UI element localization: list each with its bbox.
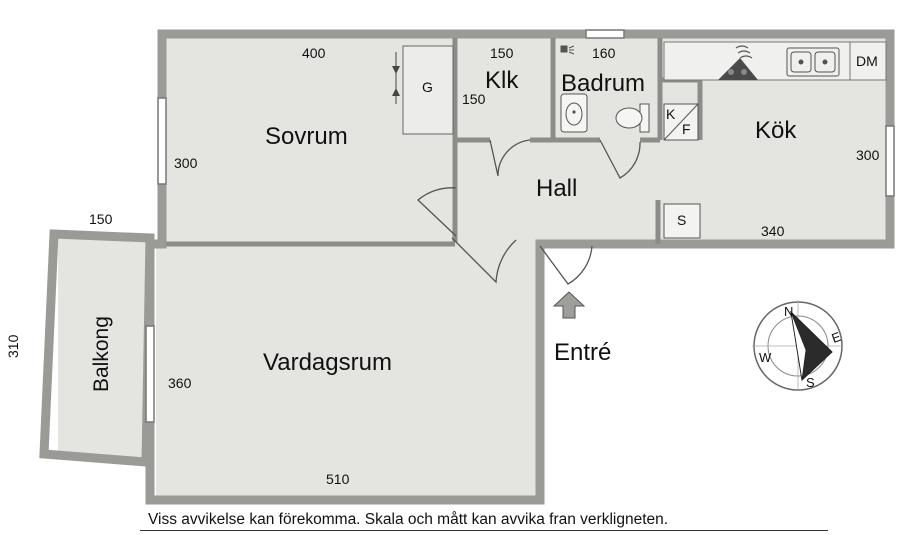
dim-klk-width: 150 bbox=[490, 45, 514, 61]
dim-badrum-width: 160 bbox=[592, 45, 616, 61]
dim-balkong-depth: 310 bbox=[5, 334, 21, 358]
toilet-icon bbox=[615, 103, 650, 133]
sink-icon bbox=[560, 93, 588, 133]
dim-sovrum-depth: 300 bbox=[174, 155, 198, 171]
dim-kok-depth: 300 bbox=[856, 147, 880, 163]
room-label-vardagsrum: Vardagsrum bbox=[263, 349, 392, 376]
dim-kok-width: 340 bbox=[761, 223, 785, 239]
dim-balkong-width: 150 bbox=[89, 211, 113, 227]
freezer-label: F bbox=[682, 121, 691, 137]
room-label-sovrum: Sovrum bbox=[265, 123, 348, 150]
compass-w: W bbox=[759, 350, 772, 365]
wardrobe bbox=[392, 45, 454, 135]
doors bbox=[417, 139, 641, 285]
dim-vardagsrum-width: 510 bbox=[326, 471, 350, 487]
shower-icon bbox=[560, 45, 575, 55]
dim-klk-depth: 150 bbox=[462, 91, 486, 107]
compass-rose-icon bbox=[752, 300, 843, 391]
stove-icon bbox=[718, 45, 758, 80]
room-label-balkong: Balkong bbox=[90, 316, 113, 392]
entrance-label: Entré bbox=[554, 339, 611, 366]
room-label-klk: Klk bbox=[485, 67, 519, 94]
exterior-walls bbox=[39, 29, 895, 505]
room-label-badrum: Badrum bbox=[561, 70, 645, 97]
entrance-arrow-icon bbox=[552, 291, 586, 319]
compass-s: S bbox=[806, 375, 815, 390]
room-label-kok: Kök bbox=[755, 117, 797, 144]
fridge-label: K bbox=[666, 106, 676, 122]
closet-label: S bbox=[677, 212, 686, 228]
dim-vardagsrum-depth: 360 bbox=[168, 375, 192, 391]
room-label-hall: Hall bbox=[536, 175, 577, 202]
interior-walls bbox=[166, 38, 703, 247]
windows bbox=[145, 29, 895, 423]
fridge-freezer bbox=[663, 103, 699, 141]
floor-areas bbox=[58, 38, 886, 500]
cleaning-closet bbox=[663, 203, 701, 239]
wardrobe-label: G bbox=[422, 79, 433, 95]
disclaimer-text: Viss avvikelse kan förekomma. Skala och … bbox=[148, 511, 669, 528]
kitchen-sink-icon bbox=[786, 47, 840, 77]
dishwasher-label: DM bbox=[856, 53, 878, 69]
compass-n: N bbox=[784, 304, 793, 319]
disclaimer-underline bbox=[140, 530, 828, 531]
kitchen-counter bbox=[663, 41, 887, 81]
dim-sovrum-width: 400 bbox=[302, 45, 326, 61]
